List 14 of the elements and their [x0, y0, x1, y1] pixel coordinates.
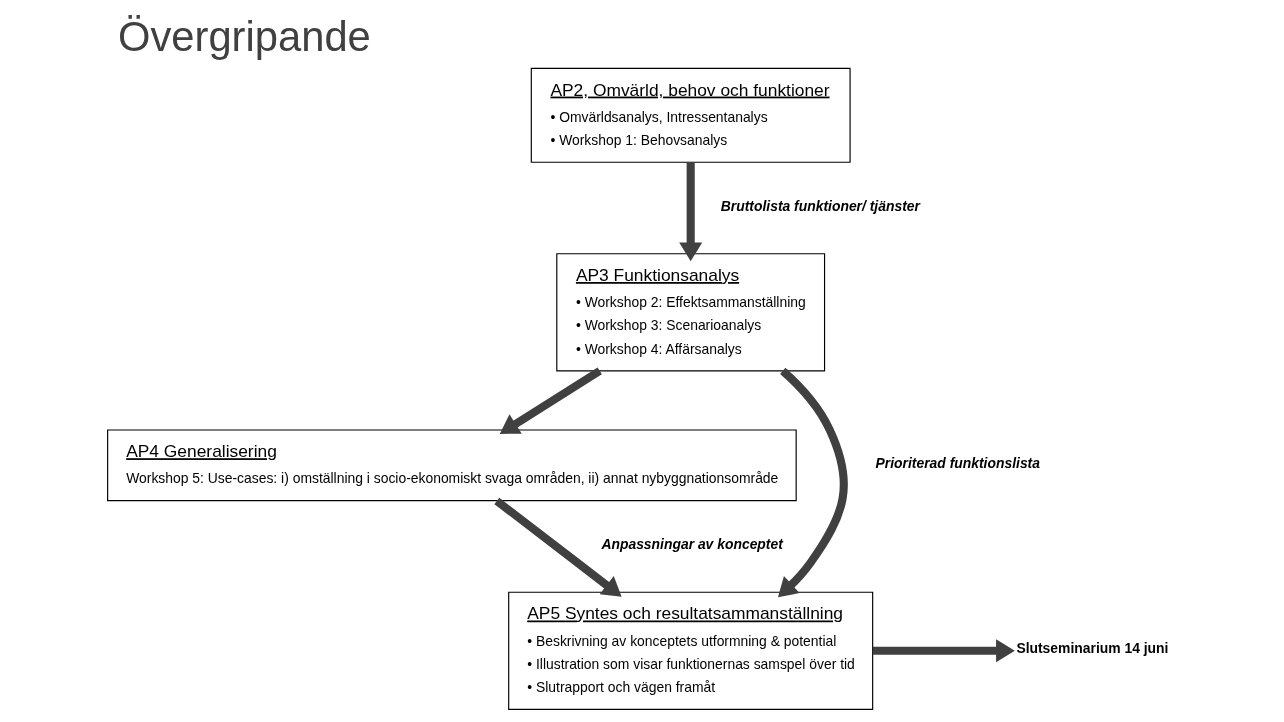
arrow: [872, 639, 1015, 663]
arrow: [494, 497, 622, 597]
node-box: AP3 Funktionsanalys • Workshop 2: Effektsammanställning • Workshop 3: Scenarioanalys • Workshop 4: Affärsanalys: [556, 253, 826, 372]
node-box: AP2, Omvärld, behov och funktioner • Omvärldsanalys, Intressentanalys • Workshop 1: Behovsanalys: [530, 67, 851, 163]
arrow: [499, 367, 602, 434]
arrow: [679, 162, 703, 262]
node-box: AP4 Generalisering Workshop 5: Use-cases: i) omställning i socio-ekonomiskt svaga områden, ii) annat nybyggnationsområde: [107, 429, 797, 502]
arrow: [777, 367, 848, 598]
edge-label: Anpassningar av konceptet: [601, 536, 783, 553]
edge-label: Bruttolista funktioner/ tjänster: [720, 198, 920, 215]
node-text: Slutseminarium 14 juni: [1016, 640, 1169, 657]
edge-label: Prioriterad funktionslista: [875, 455, 1040, 472]
node-box: AP5 Syntes och resultatsammanställning • Beskrivning av konceptets utformning & potential • Illustration som visar funktionernas samspel över tid • Slutrapport och vägen framåt: [508, 591, 874, 710]
diagram-title: Övergripande: [118, 12, 371, 60]
